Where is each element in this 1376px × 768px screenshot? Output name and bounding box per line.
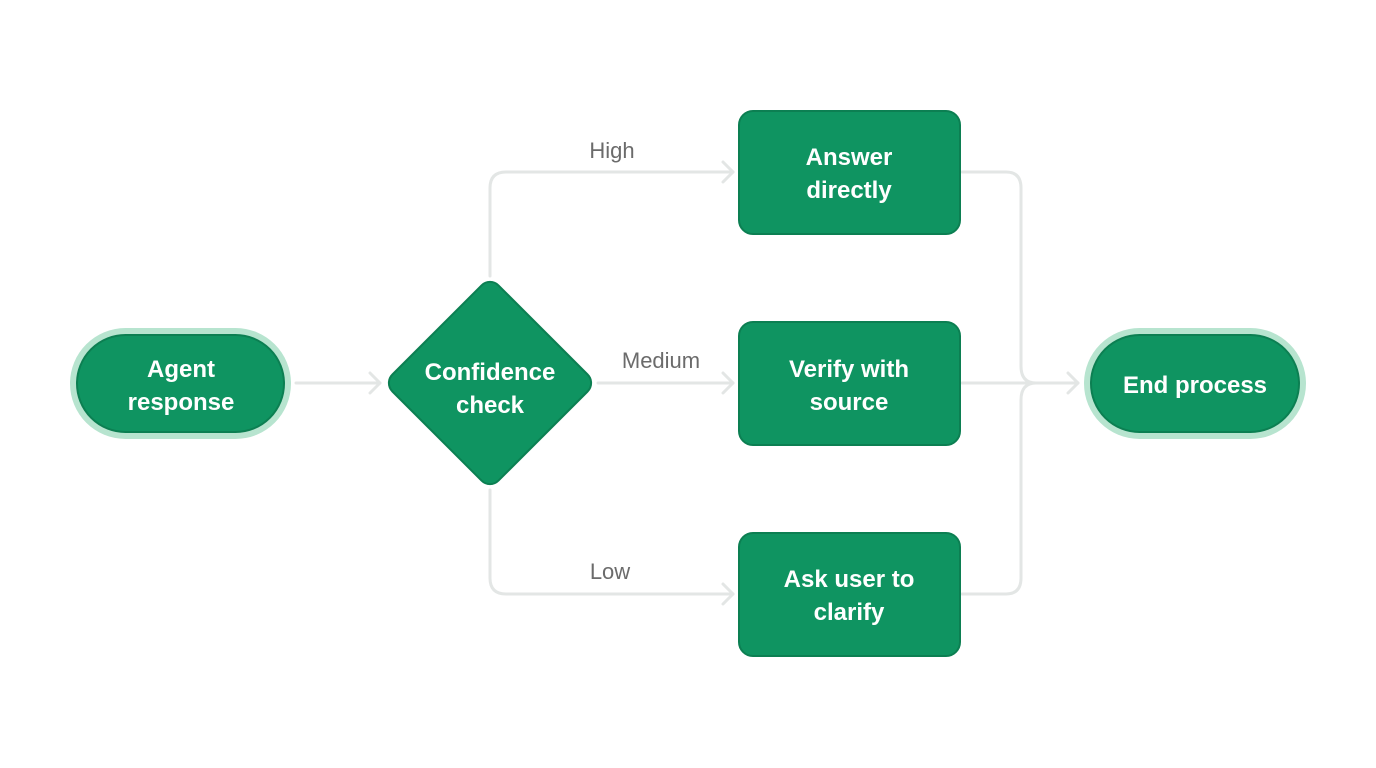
decision-node-shape xyxy=(387,280,593,486)
start-node-label-line1: Agent xyxy=(147,356,215,383)
verify-with-source-label-line1: Verify with xyxy=(789,356,909,383)
edge-label-low: Low xyxy=(590,559,630,584)
edge-label-high: High xyxy=(589,138,634,163)
verify-with-source-node[interactable]: Verify with source xyxy=(738,321,961,446)
decision-node[interactable]: Confidence check xyxy=(384,277,596,489)
ask-user-node-shape xyxy=(738,532,961,657)
end-node[interactable]: End process xyxy=(1084,328,1306,439)
ask-user-label-line2: clarify xyxy=(814,599,885,626)
arrowhead-ask-icon xyxy=(721,582,735,606)
verify-with-source-label-line2: source xyxy=(810,389,889,416)
end-node-shape xyxy=(1090,334,1300,433)
connector-ask-to-end xyxy=(960,381,1038,596)
arrowhead-verify-icon xyxy=(721,371,735,395)
decision-node-label-line2: check xyxy=(456,392,525,419)
ask-user-label-line1: Ask user to xyxy=(784,566,915,593)
start-node-shape xyxy=(76,334,285,433)
arrowhead-end-icon xyxy=(1066,371,1080,395)
start-node-label-line2: response xyxy=(128,389,235,416)
connectors xyxy=(294,160,1080,606)
answer-directly-node[interactable]: Answer directly xyxy=(738,110,961,235)
edge-label-medium: Medium xyxy=(622,348,700,373)
decision-node-label-line1: Confidence xyxy=(425,359,556,386)
connector-answer-to-end xyxy=(960,170,1038,385)
start-node[interactable]: Agent response xyxy=(70,328,291,439)
verify-with-source-node-shape xyxy=(738,321,961,446)
connector-low xyxy=(488,488,735,596)
answer-directly-label-line2: directly xyxy=(806,177,892,204)
end-node-label: End process xyxy=(1123,372,1267,399)
connector-high xyxy=(488,170,735,278)
edge-labels: High Medium Low xyxy=(589,138,700,584)
answer-directly-label-line1: Answer xyxy=(806,144,893,171)
arrowhead-decision-icon xyxy=(368,371,382,395)
arrowhead-answer-icon xyxy=(721,160,735,184)
answer-directly-node-shape xyxy=(738,110,961,235)
ask-user-node[interactable]: Ask user to clarify xyxy=(738,532,961,657)
